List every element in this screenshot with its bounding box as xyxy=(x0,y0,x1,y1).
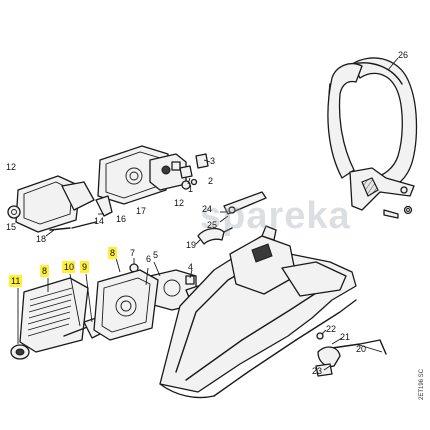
handlebar-part xyxy=(327,57,418,219)
part-label-25: 25 xyxy=(207,220,217,230)
part-label-1: 1 xyxy=(188,184,193,194)
part-label-17: 17 xyxy=(136,206,146,216)
part-label-21: 21 xyxy=(340,332,350,342)
part-label-23: 23 xyxy=(312,366,322,376)
part-label-14: 14 xyxy=(94,216,104,226)
main-housing-part xyxy=(159,225,357,399)
part-label-16: 16 xyxy=(116,214,126,224)
leader-lines xyxy=(17,57,399,371)
part-label-10: 10 xyxy=(64,262,74,272)
part-label-26: 26 xyxy=(398,50,408,60)
part-label-5: 5 xyxy=(153,250,158,260)
label-highlight-8b xyxy=(108,247,117,259)
part-label-18: 18 xyxy=(36,234,46,244)
part-label-12a: 12 xyxy=(174,198,184,208)
part-label-3: 3 xyxy=(210,156,215,166)
drawing-code: 2ET196 SC xyxy=(419,368,425,400)
part-label-15: 15 xyxy=(6,222,16,232)
switch-rod-group xyxy=(315,332,387,377)
part-label-19: 19 xyxy=(186,240,196,250)
part-label-22: 22 xyxy=(326,324,336,334)
part-label-2: 2 xyxy=(208,176,213,186)
label-highlight-10 xyxy=(62,261,75,273)
part-label-7: 7 xyxy=(130,248,135,258)
left-cover-group xyxy=(7,175,113,233)
air-filter-cover-group xyxy=(10,269,159,360)
part-label-6: 6 xyxy=(146,254,151,264)
part-label-24: 24 xyxy=(202,204,212,214)
label-highlight-11 xyxy=(9,275,22,287)
throttle-lever-group xyxy=(197,191,267,245)
part-label-9: 9 xyxy=(82,262,87,272)
part-label-11: 11 xyxy=(11,276,20,286)
part-label-20: 20 xyxy=(356,344,366,354)
part-label-8a: 8 xyxy=(42,266,47,276)
part-label-4: 4 xyxy=(188,262,193,272)
label-highlight-9 xyxy=(80,261,89,273)
label-highlight-8a xyxy=(40,265,49,277)
part-label-8b: 8 xyxy=(110,248,115,258)
part-label-12b: 12 xyxy=(6,162,16,172)
watermark-text: spareka xyxy=(200,195,351,237)
carburetor-group xyxy=(97,145,209,205)
